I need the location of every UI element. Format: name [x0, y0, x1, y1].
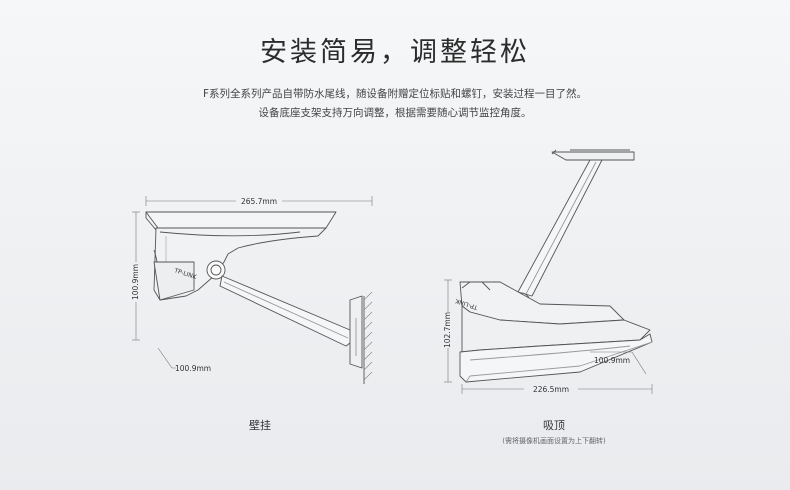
page-title: 安装简易，调整轻松 [260, 37, 530, 68]
ceiling-height-dimension: 102.7mm [443, 312, 452, 348]
description-line-1: F系列全系列产品自带防水尾线，随设备附赠定位标贴和螺钉，安装过程一目了然。 [202, 88, 588, 100]
ceiling-width-dimension: 226.5mm [533, 385, 569, 394]
wall-width-dimension: 265.7mm [241, 197, 277, 206]
ceiling-mount-note: (需将摄像机画面设置为上下翻转) [502, 437, 606, 445]
wall-base-dimension: 100.9mm [175, 364, 211, 373]
wall-mount-caption: 壁挂 [249, 419, 271, 432]
description-line-2: 设备底座支架支持万向调整，根据需要随心调节监控角度。 [258, 107, 532, 119]
ceiling-base-dimension: 100.9mm [594, 356, 630, 365]
ceiling-mount-caption: 吸顶 [543, 419, 565, 432]
wall-mount-camera-illustration [145, 211, 373, 384]
wall-height-dimension: 100.9mm [131, 264, 140, 300]
ceiling-mount-dimensions [444, 279, 653, 394]
ceiling-mount-camera-illustration [459, 149, 653, 383]
wall-mount-dimensions [132, 196, 373, 369]
